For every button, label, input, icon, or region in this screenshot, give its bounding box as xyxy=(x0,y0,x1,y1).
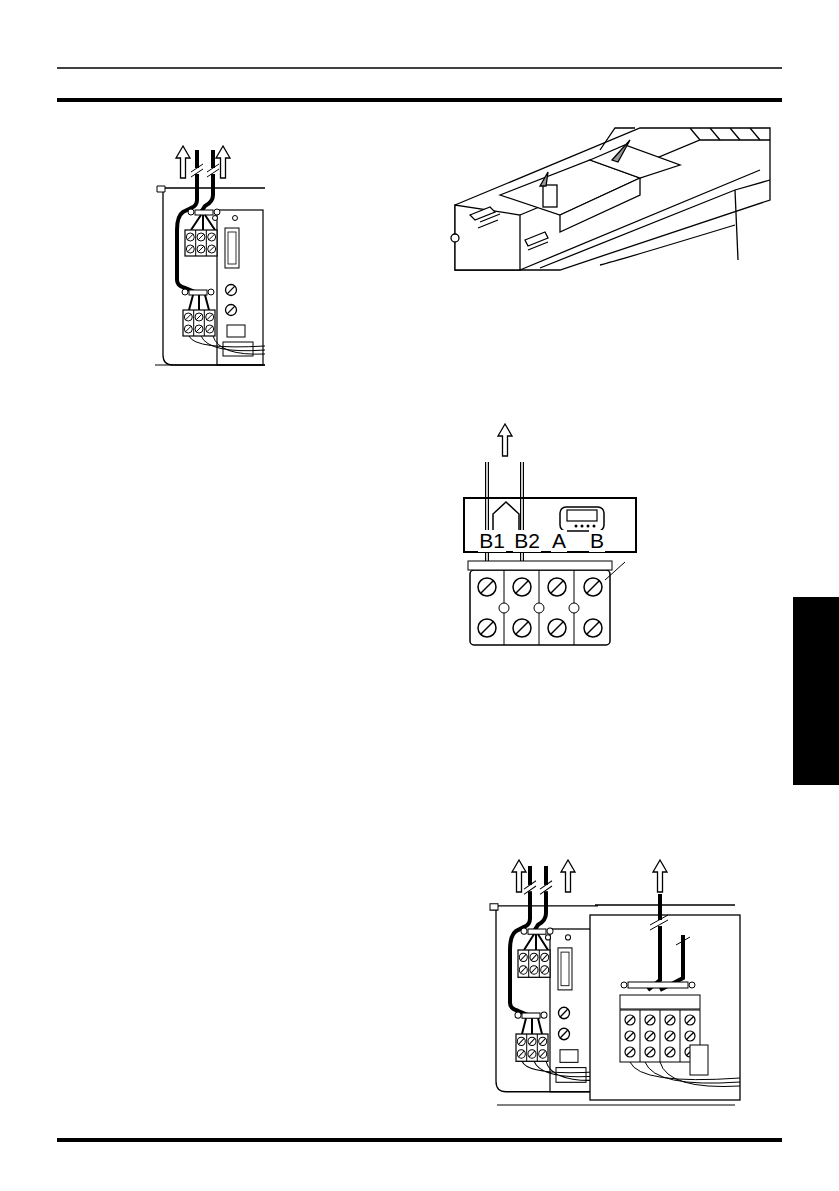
combined-wiring-figure xyxy=(490,860,740,1105)
boiler-perspective-figure xyxy=(451,128,770,270)
boiler-terminal-figure xyxy=(155,146,265,365)
terminal-label: A xyxy=(551,530,567,552)
terminal-label: B xyxy=(589,530,605,552)
terminal-label-plate: B1 B2 AB xyxy=(463,497,637,553)
terminal-label: B2 xyxy=(513,530,541,552)
terminal-label: B1 xyxy=(478,530,506,552)
terminal-block-figure xyxy=(468,424,625,645)
